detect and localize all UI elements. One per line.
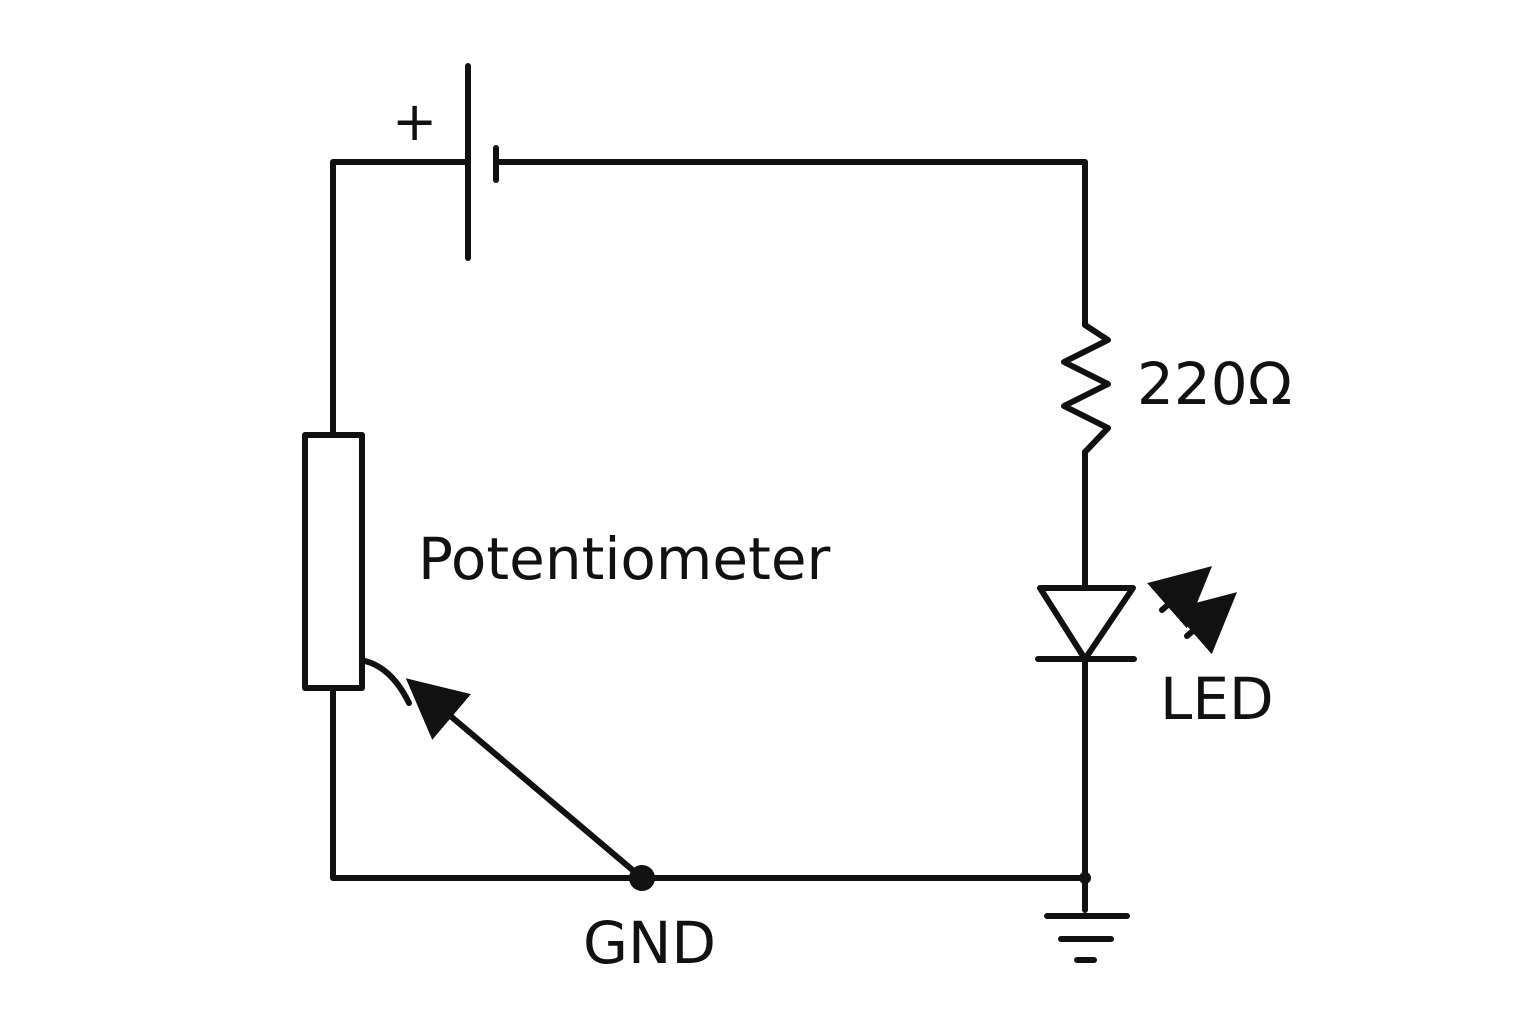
- led-diode-icon: [1035, 566, 1238, 662]
- battery-cell-icon: [465, 63, 499, 261]
- gnd-label: GND: [583, 909, 716, 977]
- led-label: LED: [1160, 665, 1274, 733]
- top-left-wire: [330, 159, 471, 438]
- battery-plus-label: +: [392, 90, 437, 153]
- resistor-value-label: 220Ω: [1137, 350, 1292, 418]
- potentiometer-label: Potentiometer: [418, 525, 831, 593]
- ground-icon: [1044, 913, 1130, 963]
- resistor-zigzag-icon: [1061, 322, 1111, 455]
- left-lower-wire: [330, 685, 1088, 881]
- potentiometer-icon: [302, 432, 645, 881]
- ground-junction-dot: [1079, 872, 1091, 884]
- gnd-junction-dot: [629, 865, 655, 891]
- top-right-wire: [493, 159, 1088, 328]
